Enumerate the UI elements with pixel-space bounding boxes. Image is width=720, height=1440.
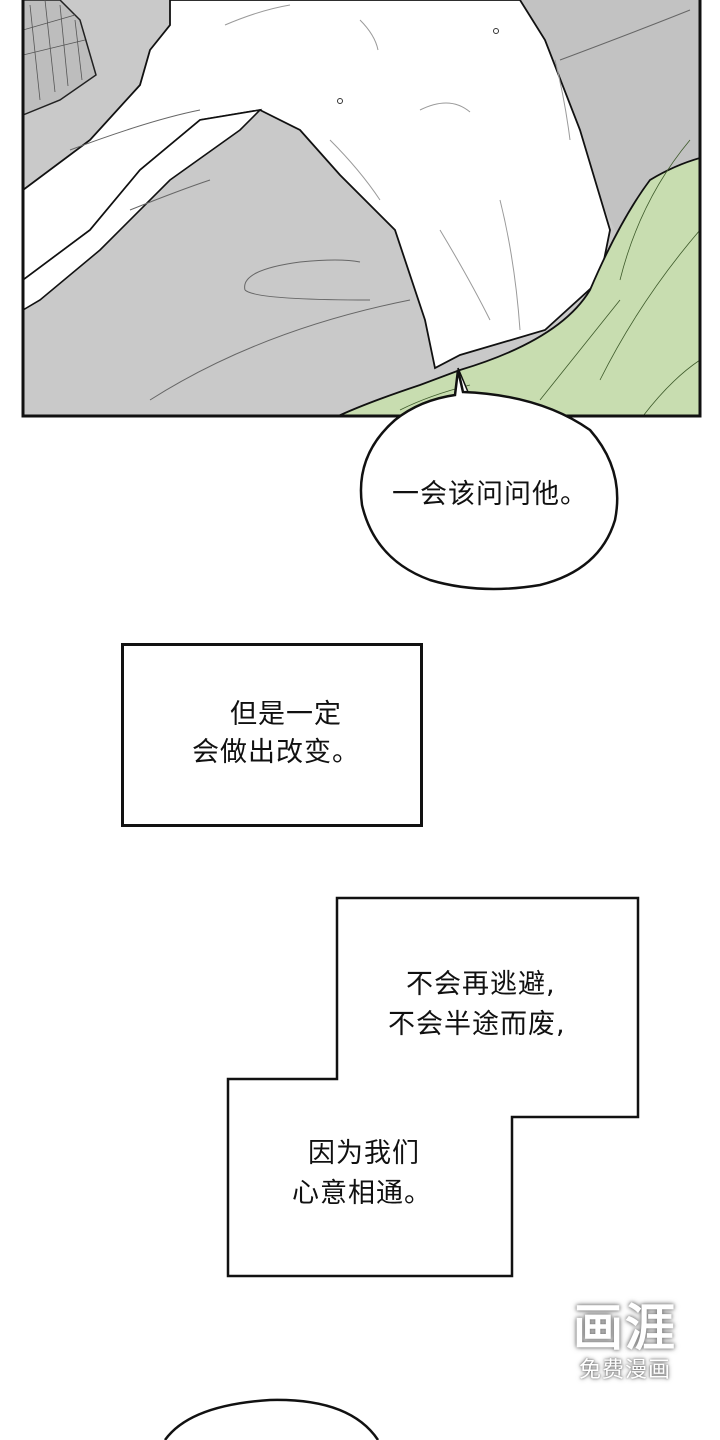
- step-caption-upper-text: 不会再逃避, 不会半途而废,: [388, 965, 566, 1045]
- next-speech-bubble: [163, 1398, 380, 1440]
- watermark-logo: 画涯: [573, 1299, 677, 1357]
- watermark: 画涯 免费漫画: [560, 1300, 690, 1386]
- step-caption-box: [226, 896, 640, 1278]
- caption-line-2: 会做出改变。: [192, 737, 360, 768]
- step-caption-upper-line-2: 不会半途而废,: [388, 1009, 566, 1040]
- step-caption-lower-line-2: 心意相通。: [292, 1178, 432, 1209]
- illustration-panel: [21, 0, 702, 418]
- speech-bubble-text: 一会该问问他。: [392, 479, 588, 510]
- step-caption-lower-line-1: 因为我们: [308, 1138, 420, 1169]
- watermark-subtitle: 免费漫画: [578, 1358, 671, 1383]
- caption-text: 但是一定 会做出改变。: [192, 696, 360, 772]
- caption-box: [121, 643, 423, 827]
- step-caption-lower-text: 因为我们 心意相通。: [292, 1134, 432, 1214]
- step-caption-upper-line-1: 不会再逃避,: [406, 969, 556, 1000]
- caption-line-1: 但是一定: [230, 699, 342, 730]
